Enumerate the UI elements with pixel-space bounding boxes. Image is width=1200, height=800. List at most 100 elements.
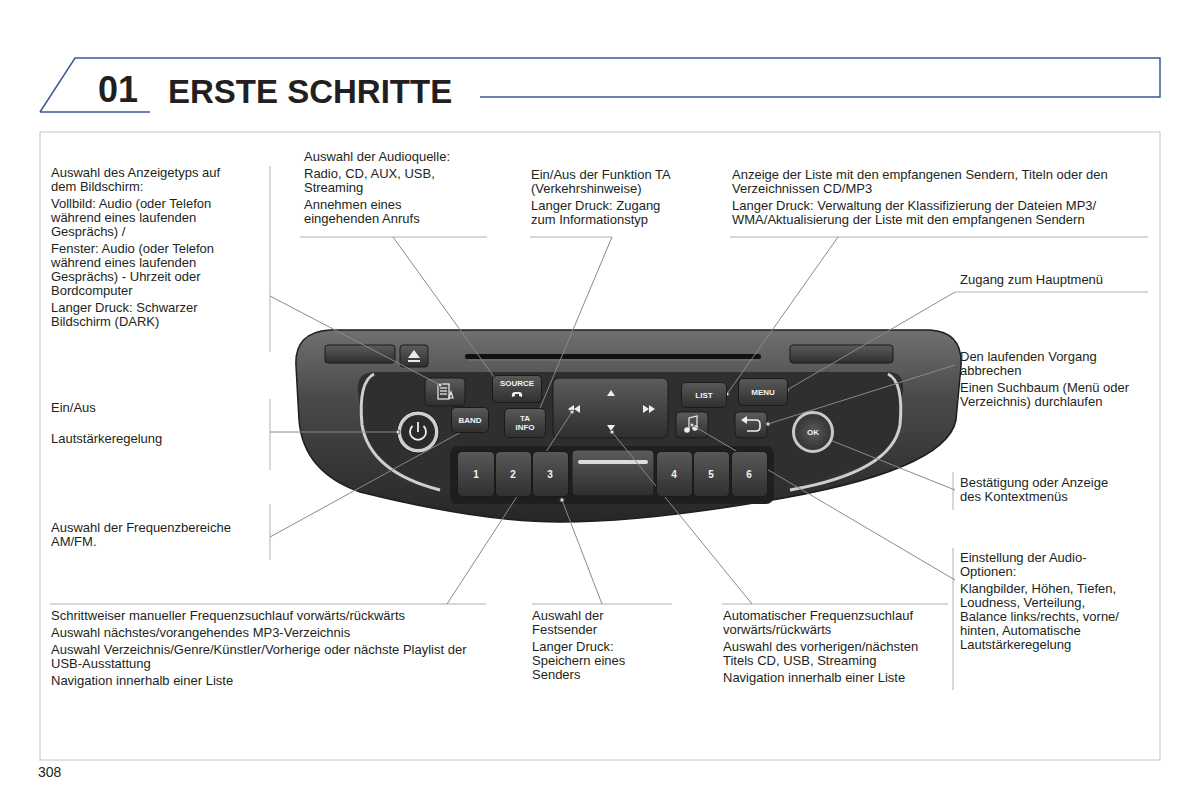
preset-bar bbox=[572, 450, 654, 496]
callout-text: Langer Druck: Schwarzer Bildschirm (DARK… bbox=[51, 301, 236, 329]
callout-text: Langer Druck: Zugang zum Informationstyp bbox=[531, 199, 679, 227]
leader-lines bbox=[270, 237, 955, 604]
preset-button: 6 bbox=[731, 451, 768, 497]
callout-group: Zugang zum Hauptmenü bbox=[960, 273, 1140, 290]
preset-button: 2 bbox=[495, 451, 532, 497]
leader-line bbox=[270, 432, 398, 433]
callout-group: Automatischer Frequenzsuchlauf vorwärts/… bbox=[723, 609, 938, 688]
callout-group: Anzeige der Liste mit den empfangenen Se… bbox=[732, 168, 1147, 230]
callout-text: Navigation innerhalb einer Liste bbox=[51, 674, 483, 688]
callout-group: Den laufenden Vorgang abbrechenEinen Suc… bbox=[960, 350, 1135, 412]
radio-button: MENU bbox=[738, 378, 788, 406]
button-label: 5 bbox=[708, 469, 714, 480]
callout-group: 308 bbox=[38, 764, 118, 783]
callout-text: Vollbild: Audio (oder Telefon während ei… bbox=[51, 197, 236, 239]
eject-button bbox=[400, 345, 428, 367]
callout-text: Schrittweiser manueller Frequenzsuchlauf… bbox=[51, 609, 483, 623]
callout-text: Klangbilder, Höhen, Tiefen, Loudness, Ve… bbox=[960, 582, 1130, 652]
page-number: 308 bbox=[38, 764, 118, 780]
callout-text: Zugang zum Hauptmenü bbox=[960, 273, 1140, 287]
preset-row bbox=[450, 446, 774, 504]
power-knob bbox=[397, 411, 439, 453]
navigation-pad bbox=[553, 378, 668, 438]
callout-group: 01 bbox=[98, 70, 158, 113]
power-knob bbox=[401, 415, 435, 449]
callout-group: Auswahl der Frequenzbereiche AM/FM. bbox=[51, 521, 246, 552]
leader-line bbox=[768, 365, 955, 424]
header-frame bbox=[40, 58, 1160, 112]
callout-text: Annehmen eines eingehenden Anrufs bbox=[304, 198, 456, 226]
callout-text: Langer Druck: Verwaltung der Klassifizie… bbox=[732, 199, 1147, 227]
callout-text: Anzeige der Liste mit den empfangenen Se… bbox=[732, 168, 1147, 196]
power-symbol bbox=[410, 422, 426, 440]
callout-text: Auswahl Verzeichnis/Genre/Künstler/Vorhe… bbox=[51, 643, 483, 671]
note-symbol bbox=[685, 416, 697, 432]
button-label: 1 bbox=[473, 469, 479, 480]
callout-text: Einstellung der Audio-Optionen: bbox=[960, 551, 1130, 579]
callout-group: Ein/Aus der Funktion TA (Verkehrshinweis… bbox=[531, 168, 679, 230]
leader-line bbox=[270, 296, 440, 385]
callout-text: Automatischer Frequenzsuchlauf vorwärts/… bbox=[723, 609, 938, 637]
separator-lines bbox=[50, 166, 1148, 690]
callout-text: Auswahl der Frequenzbereiche AM/FM. bbox=[51, 521, 246, 549]
eject-symbol bbox=[408, 350, 420, 362]
leader-dot bbox=[396, 430, 400, 434]
page-frame bbox=[40, 132, 1160, 760]
leader-line bbox=[447, 412, 572, 604]
leader-line bbox=[270, 426, 472, 537]
ok-button: OK bbox=[792, 411, 834, 453]
back-symbol bbox=[741, 416, 760, 431]
leader-dot bbox=[766, 422, 770, 426]
audio-button bbox=[676, 412, 708, 438]
back-button bbox=[735, 412, 767, 438]
button-label: 2 bbox=[510, 469, 516, 480]
callout-group: Bestätigung oder Anzeige des Kontextmenü… bbox=[960, 476, 1125, 507]
button-label: MENU bbox=[751, 388, 775, 397]
leader-dot bbox=[560, 498, 564, 502]
cd-slot bbox=[465, 354, 761, 359]
callout-text: Fenster: Audio (oder Telefon während ein… bbox=[51, 242, 236, 298]
silver-trim bbox=[790, 374, 901, 490]
callout-text: Einen Suchbaum (Menü oder Verzeichnis) d… bbox=[960, 381, 1135, 409]
callout-group: Auswahl des Anzeigetyps auf dem Bildschi… bbox=[51, 166, 236, 332]
callout-text: Bestätigung oder Anzeige des Kontextmenü… bbox=[960, 476, 1125, 504]
radio-button: TA INFO bbox=[504, 408, 546, 438]
leader-dot bbox=[610, 430, 614, 434]
display-button bbox=[425, 378, 465, 406]
leader-line bbox=[393, 237, 497, 381]
callout-group: Auswahl der Audioquelle:Radio, CD, AUX, … bbox=[304, 150, 456, 229]
callout-group: Einstellung der Audio-Optionen: Klangbild… bbox=[960, 551, 1130, 655]
leader-line bbox=[830, 440, 955, 490]
phone-symbol bbox=[510, 390, 524, 399]
radio-button: BAND bbox=[451, 407, 489, 433]
radio-body bbox=[296, 330, 961, 522]
chapter-number: 01 bbox=[98, 70, 158, 110]
callout-text: Den laufenden Vorgang abbrechen bbox=[960, 350, 1135, 378]
cd-slot bbox=[468, 360, 758, 361]
callout-group: Schrittweiser manueller Frequenzsuchlauf… bbox=[51, 609, 483, 691]
button-label: OK bbox=[807, 428, 819, 437]
leader-dot bbox=[438, 383, 442, 387]
leader-line bbox=[562, 500, 602, 604]
callout-text: Ein/Aus bbox=[51, 401, 251, 415]
preset-button: 1 bbox=[457, 451, 495, 497]
callout-text: Lautstärkeregelung bbox=[51, 432, 251, 446]
callout-text: Radio, CD, AUX, USB, Streaming bbox=[304, 167, 456, 195]
arrow-symbols bbox=[568, 390, 655, 431]
button-label: 3 bbox=[547, 469, 553, 480]
button-label: 4 bbox=[671, 469, 677, 480]
page-title: ERSTE SCHRITTE bbox=[168, 72, 452, 112]
leader-dot bbox=[570, 410, 574, 414]
top-button bbox=[790, 345, 893, 363]
button-label: LIST bbox=[695, 391, 712, 400]
leader-line bbox=[787, 292, 955, 390]
callout-text: Auswahl der Festsender bbox=[532, 609, 642, 637]
callout-text: Auswahl nächstes/vorangehendes MP3-Verze… bbox=[51, 626, 483, 640]
top-button bbox=[325, 345, 395, 363]
callout-text: Navigation innerhalb einer Liste bbox=[723, 671, 938, 685]
preset-button: 4 bbox=[656, 451, 693, 497]
callout-group: Auswahl der FestsenderLanger Druck: Spei… bbox=[532, 609, 642, 685]
radio-button: LIST bbox=[681, 382, 727, 408]
callout-text: Ein/Aus der Funktion TA (Verkehrshinweis… bbox=[531, 168, 679, 196]
